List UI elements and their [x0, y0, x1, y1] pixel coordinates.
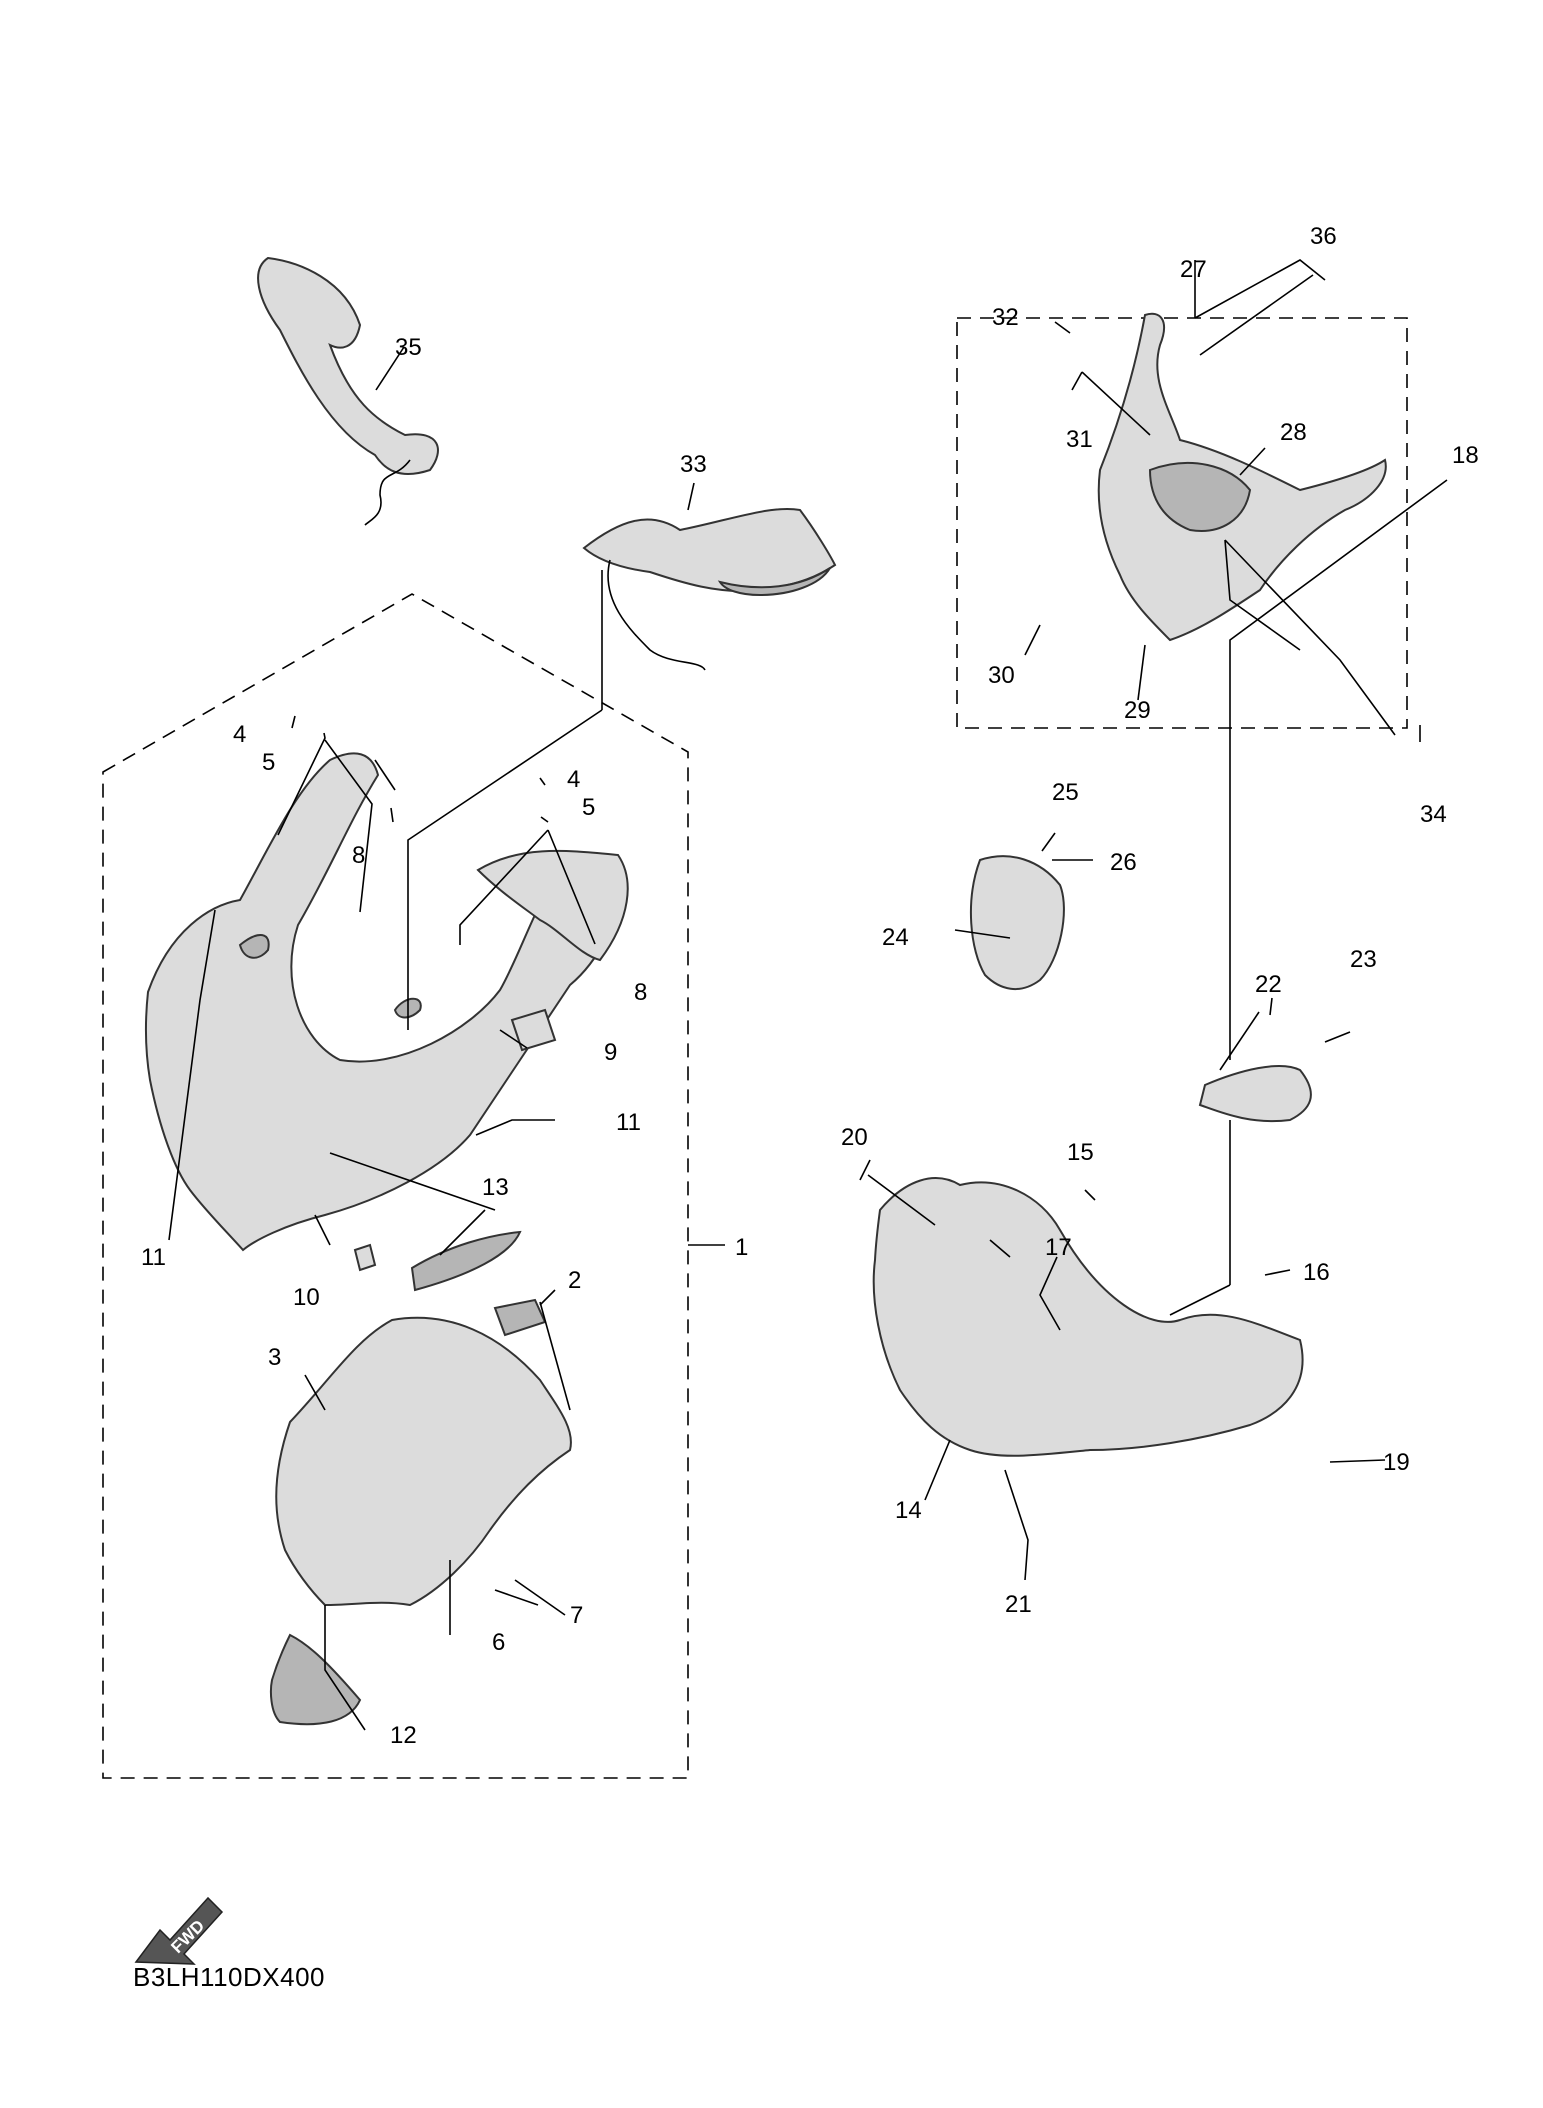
meter-assembly-part: [969, 855, 1065, 991]
callout-19: 19: [1383, 1449, 1410, 1476]
callout-8-left: 8: [352, 842, 365, 869]
callout-2: 2: [568, 1267, 581, 1294]
callout-35: 35: [395, 334, 422, 361]
small-clip-part: [353, 1243, 377, 1272]
diagram-code: B3LH110DX400: [133, 1962, 325, 1992]
callout-14: 14: [895, 1497, 922, 1524]
stay-group-outline: [956, 317, 1408, 729]
callout-labels: 1 2 3 4 4 5 5 6 7 8 8 9 10 11 11 12 13 1…: [141, 223, 1479, 1749]
lower-lens-part: [270, 1633, 362, 1726]
callout-33: 33: [680, 451, 707, 478]
callout-6: 6: [492, 1629, 505, 1656]
callout-5-right: 5: [582, 794, 595, 821]
callout-27: 27: [1180, 256, 1207, 283]
callout-23: 23: [1350, 946, 1377, 973]
headlight-part: [1198, 1064, 1312, 1123]
callout-5-left: 5: [262, 749, 275, 776]
callout-7: 7: [570, 1602, 583, 1629]
upper-cowling-part: [144, 752, 629, 1252]
callout-32: 32: [992, 304, 1019, 331]
front-stay-part: [872, 1177, 1304, 1457]
cowl-panel-part: [275, 1316, 572, 1607]
callout-1: 1: [735, 1234, 748, 1261]
callout-29: 29: [1124, 697, 1151, 724]
callout-4-right: 4: [567, 766, 580, 793]
callout-17: 17: [1045, 1234, 1072, 1261]
callout-24: 24: [882, 924, 909, 951]
rear-view-mirror-right-part: [582, 508, 837, 671]
callout-11-left: 11: [141, 1244, 166, 1271]
callout-34: 34: [1420, 801, 1447, 828]
callout-36: 36: [1310, 223, 1337, 250]
rear-view-mirror-left-part: [257, 256, 439, 526]
emblem-part: [493, 1298, 547, 1337]
callout-12: 12: [390, 1722, 417, 1749]
plate-part: [510, 1008, 557, 1052]
stay-assembly-part: [1097, 312, 1387, 642]
forward-arrow-icon: FWD: [134, 1896, 224, 1965]
leader-lines: [168, 259, 1448, 1731]
duct-panel-part: [410, 1230, 522, 1292]
callout-16: 16: [1303, 1259, 1330, 1286]
callout-21: 21: [1005, 1591, 1032, 1618]
callout-31: 31: [1066, 426, 1093, 453]
callout-28: 28: [1280, 419, 1307, 446]
callout-25: 25: [1052, 779, 1079, 806]
callout-10: 10: [293, 1284, 320, 1311]
callout-15: 15: [1067, 1139, 1094, 1166]
callout-8-right: 8: [634, 979, 647, 1006]
callout-9: 9: [604, 1039, 617, 1066]
callout-22: 22: [1255, 971, 1282, 998]
callout-11-right: 11: [616, 1109, 641, 1136]
callout-3: 3: [268, 1344, 281, 1371]
callout-13: 13: [482, 1174, 509, 1201]
callout-20: 20: [841, 1124, 868, 1151]
callout-4-left: 4: [233, 721, 246, 748]
callout-30: 30: [988, 662, 1015, 689]
callout-26: 26: [1110, 849, 1137, 876]
callout-18: 18: [1452, 442, 1479, 469]
